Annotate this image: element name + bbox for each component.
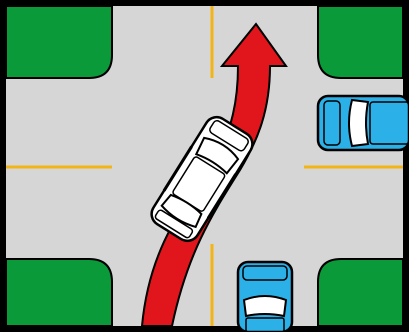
blue-car-bottom [238, 262, 292, 332]
blue-car-right-lane [318, 96, 409, 150]
grass-top-right [318, 6, 403, 78]
grass-bottom-right [318, 259, 403, 326]
grass-bottom-left [6, 259, 112, 326]
grass-top-left [6, 6, 112, 78]
